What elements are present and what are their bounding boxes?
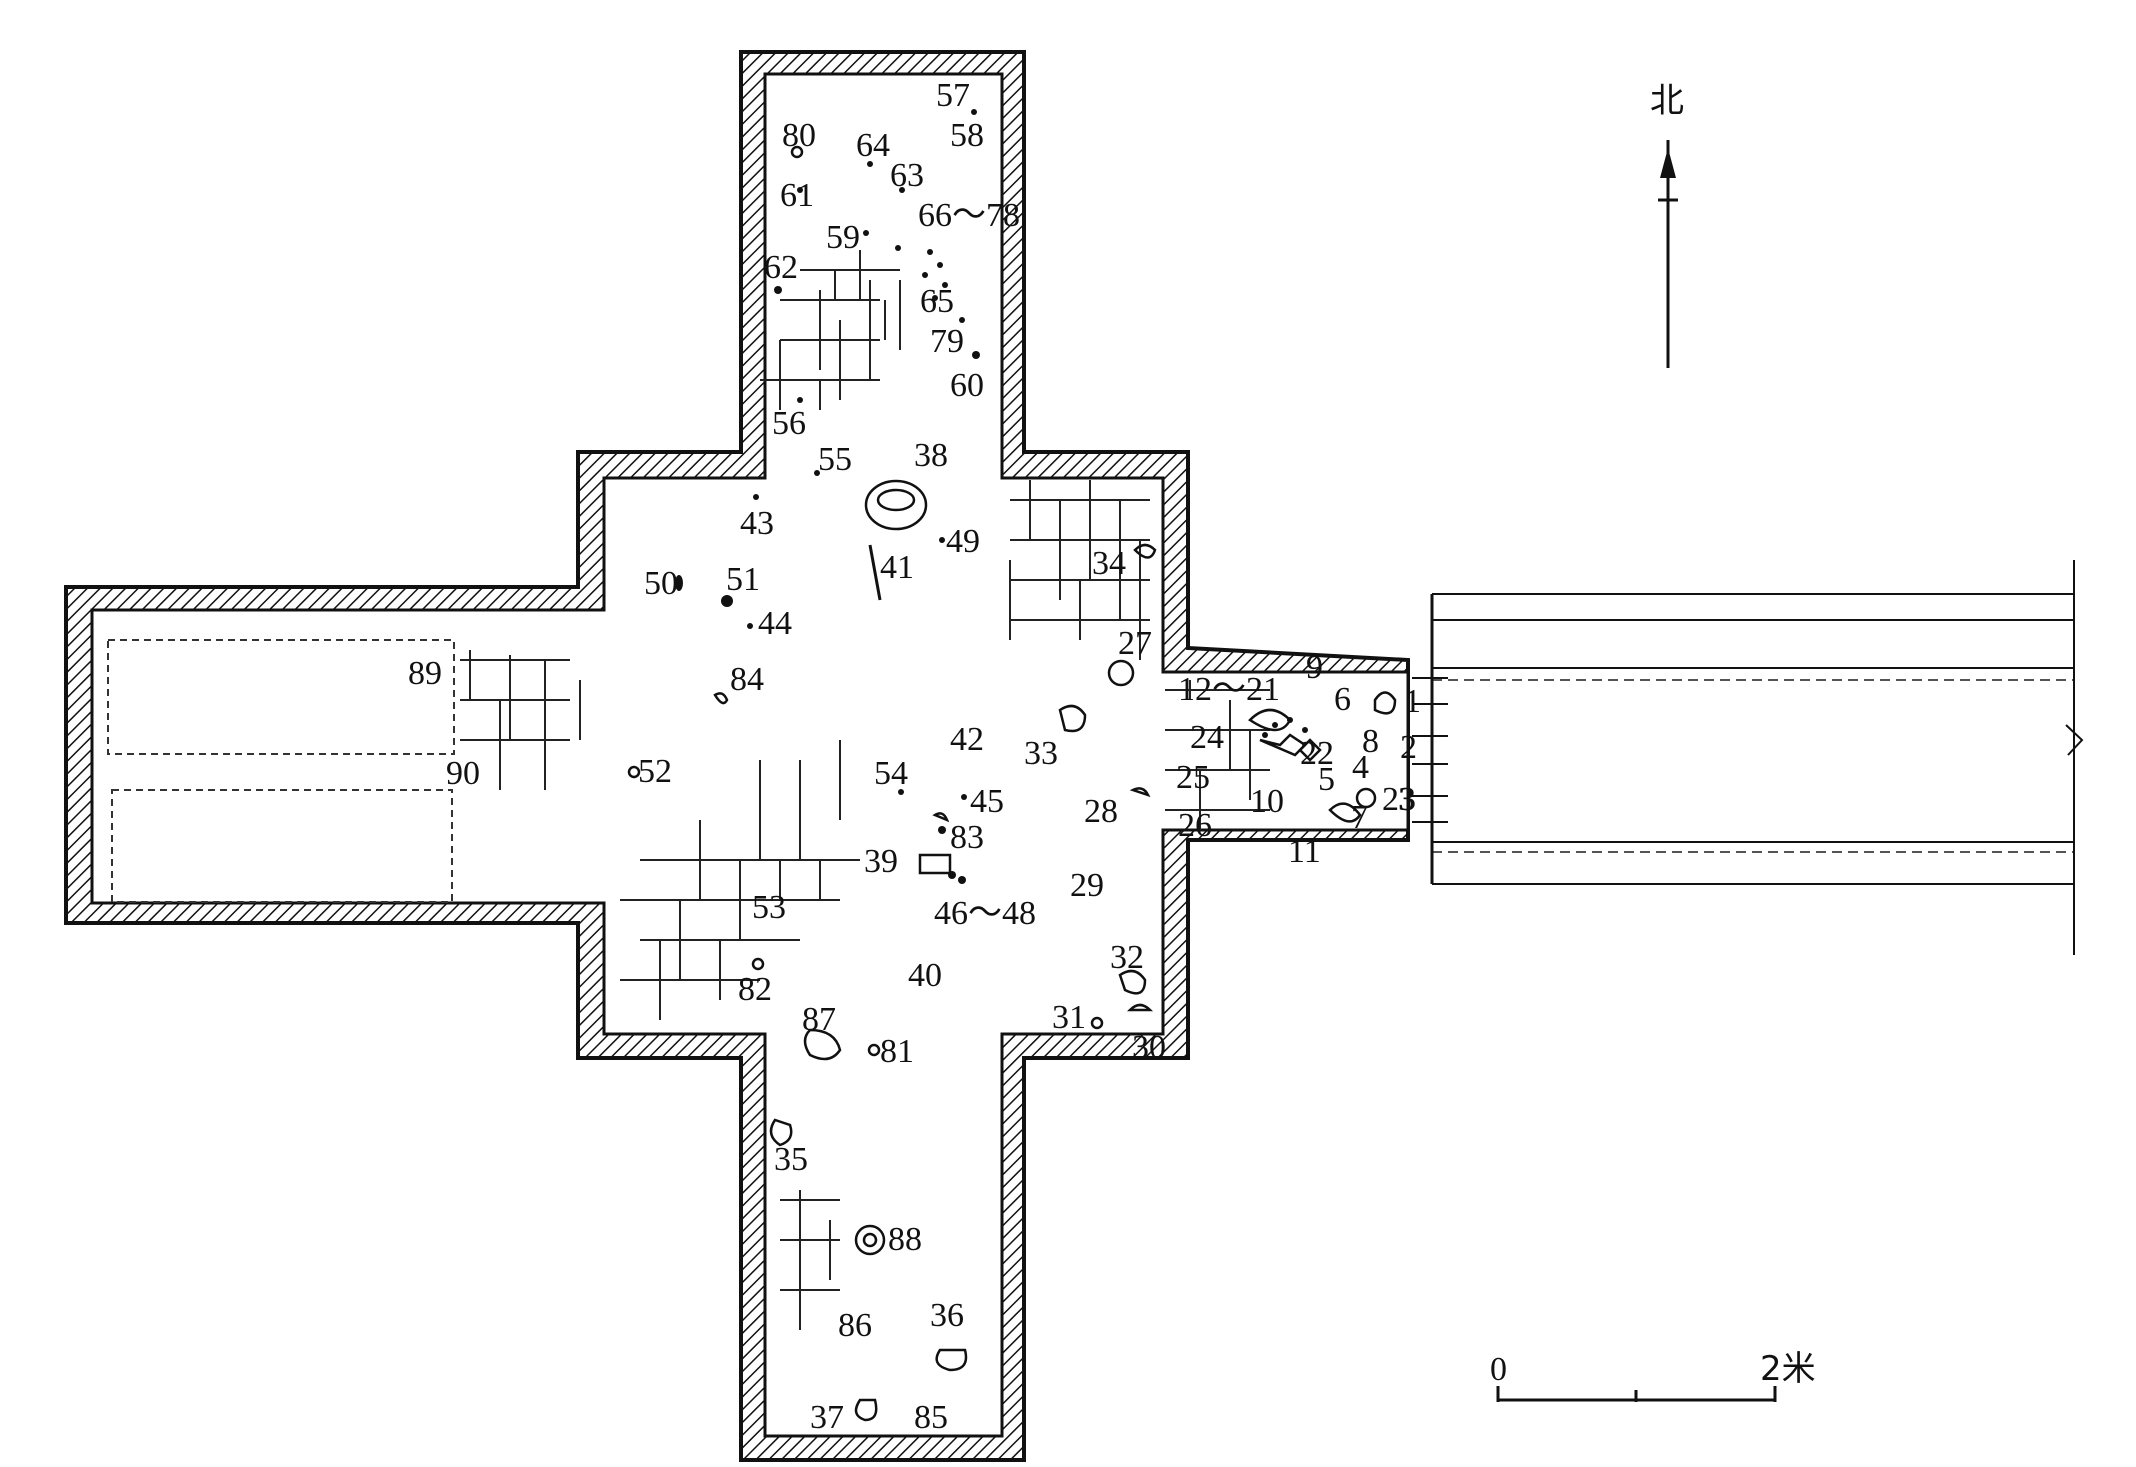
artifact-label-44: 44 [758, 605, 792, 642]
artifact-label-9: 9 [1306, 649, 1323, 686]
artifact-label-46-48: 46～48 [934, 895, 1036, 932]
artifact-label-66-78: 66～78 [918, 197, 1020, 234]
artifact-label-3: 3 [1398, 781, 1415, 818]
artifact-label-40: 40 [908, 957, 942, 994]
artifact-label-2: 2 [1400, 729, 1417, 766]
artifact-label-30: 30 [1132, 1029, 1166, 1066]
artifact-label-60: 60 [950, 367, 984, 404]
artifact-label-26: 26 [1178, 807, 1212, 844]
artifact-label-87: 87 [802, 1001, 836, 1038]
artifact-label-37: 37 [810, 1399, 844, 1436]
scale-end-label: 2米 [1760, 1349, 1816, 1389]
artifact-label-53: 53 [752, 889, 786, 926]
artifact-label-1: 1 [1404, 683, 1421, 720]
artifact-label-31: 31 [1052, 999, 1086, 1036]
artifact-label-34: 34 [1092, 545, 1126, 582]
artifact-symbols [627, 109, 1397, 1422]
artifact-label-41: 41 [880, 549, 914, 586]
artifact-label-51: 51 [726, 561, 760, 598]
artifact-label-22: 22 [1300, 735, 1334, 772]
artifact-label-79: 79 [930, 323, 964, 360]
artifact-label-10: 10 [1250, 783, 1284, 820]
artifact-label-49: 49 [946, 523, 980, 560]
artifact-label-65: 65 [920, 283, 954, 320]
artifact-label-35: 35 [774, 1141, 808, 1178]
brick-floor [460, 250, 1270, 1330]
scale-start-label: 0 [1490, 1351, 1507, 1388]
artifact-label-27: 27 [1118, 625, 1152, 662]
artifact-label-6: 6 [1334, 681, 1351, 718]
artifact-label-42: 42 [950, 721, 984, 758]
artifact-label-28: 28 [1084, 793, 1118, 830]
artifact-label-88: 88 [888, 1221, 922, 1258]
artifact-label-57: 57 [936, 77, 970, 114]
artifact-label-61: 61 [780, 177, 814, 214]
artifact-label-8: 8 [1362, 723, 1379, 760]
artifact-label-11: 11 [1288, 833, 1321, 870]
artifact-label-52: 52 [638, 753, 672, 790]
artifact-label-12-21: 12～21 [1178, 671, 1280, 708]
artifact-label-36: 36 [930, 1297, 964, 1334]
artifact-label-23: 23 [1382, 781, 1416, 818]
scale-bar: 0 2米 [1490, 1349, 1816, 1402]
artifact-label-25: 25 [1176, 759, 1210, 796]
artifact-label-89: 89 [408, 655, 442, 692]
artifact-label-33: 33 [1024, 735, 1058, 772]
east-passage [1412, 560, 2084, 955]
artifact-label-83: 83 [950, 819, 984, 856]
artifact-label-45: 45 [970, 783, 1004, 820]
artifact-label-39: 39 [864, 843, 898, 880]
artifact-label-81: 81 [880, 1033, 914, 1070]
artifact-label-58: 58 [950, 117, 984, 154]
coffin-outlines [107, 639, 455, 903]
artifact-label-38: 38 [914, 437, 948, 474]
north-arrow: 北 [1650, 81, 1684, 368]
artifact-label-43: 43 [740, 505, 774, 542]
artifact-label-62: 62 [764, 249, 798, 286]
artifact-label-59: 59 [826, 219, 860, 256]
artifact-label-82: 82 [738, 971, 772, 1008]
artifact-label-86: 86 [838, 1307, 872, 1344]
artifact-label-84: 84 [730, 661, 764, 698]
artifact-label-24: 24 [1190, 719, 1224, 756]
chamber-floor [90, 72, 1410, 1438]
artifact-label-64: 64 [856, 127, 890, 164]
artifact-label-4: 4 [1352, 749, 1369, 786]
artifact-label-90: 90 [446, 755, 480, 792]
artifact-label-80: 80 [782, 117, 816, 154]
artifact-label-63: 63 [890, 157, 924, 194]
north-label: 北 [1650, 81, 1684, 121]
artifact-label-29: 29 [1070, 867, 1104, 904]
artifact-label-32: 32 [1110, 939, 1144, 976]
artifact-label-54: 54 [874, 755, 908, 792]
artifact-label-5: 5 [1318, 761, 1335, 798]
artifact-label-7: 7 [1351, 799, 1368, 836]
artifact-label-85: 85 [914, 1399, 948, 1436]
artifact-label-50: 50 [644, 565, 678, 602]
artifact-label-56: 56 [772, 405, 806, 442]
artifact-labels: 1 2 3 4 5 6 7 8 9 10 11 12～21 22 23 24 2… [408, 77, 1421, 1436]
artifact-label-55: 55 [818, 441, 852, 478]
